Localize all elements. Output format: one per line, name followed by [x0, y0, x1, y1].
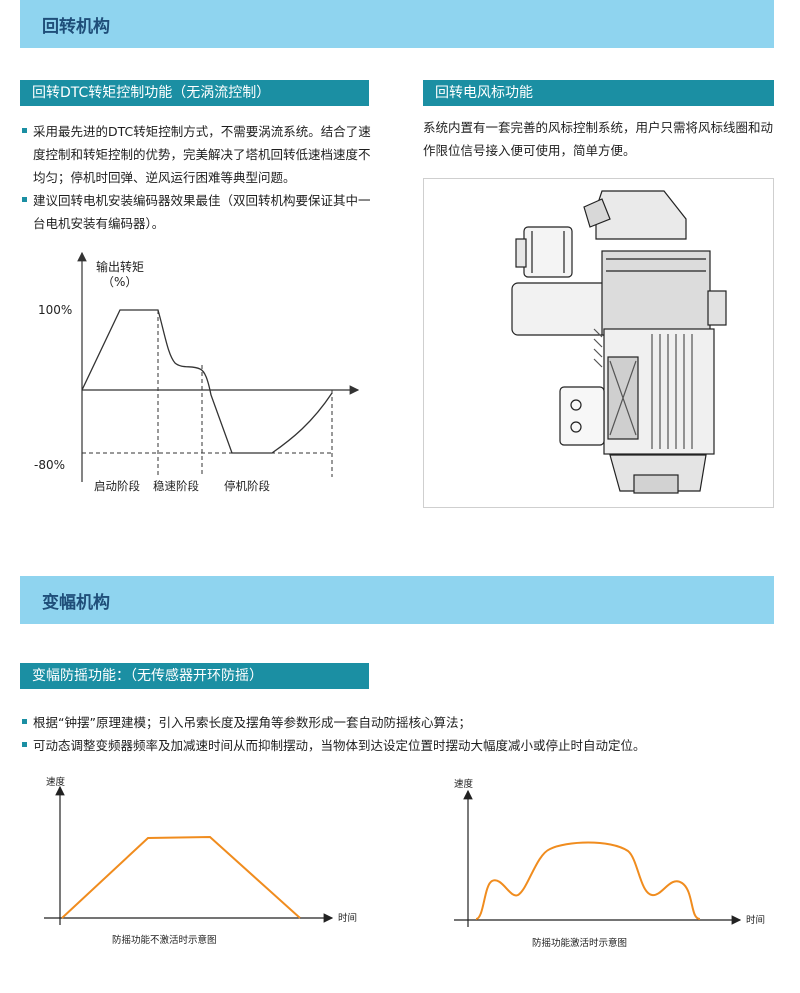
wind-vane-bar: 回转电风标功能	[423, 80, 774, 106]
bullet-square-icon	[22, 128, 27, 133]
bullet-square-icon	[22, 197, 27, 202]
bar-title: 回转DTC转矩控制功能（无涡流控制）	[32, 85, 271, 101]
section-title: 变幅机构	[42, 593, 110, 613]
speed-curve	[61, 835, 301, 919]
speed-chart-with-antisway: 速度 时间 防摇功能激活时示意图	[454, 778, 765, 949]
phase-label: 稳速阶段	[153, 479, 199, 493]
list-item-line: 均匀；停机时回弹、逆风运行困难等典型问题。	[33, 170, 296, 185]
section-banner-slewing: 回转机构	[20, 0, 774, 48]
list-item: 采用最先进的DTC转矩控制方式，不需要涡流系统。结合了速	[22, 120, 382, 143]
bullet-list: 根据“钟摆”原理建模；引入吊索长度及摆角等参数形成一套自动防摇核心算法； 可动态…	[22, 711, 782, 757]
tick-label: 100%	[38, 303, 72, 317]
torque-curve	[81, 309, 333, 454]
bullet-list: 采用最先进的DTC转矩控制方式，不需要涡流系统。结合了速 度控制和转矩控制的优势…	[22, 120, 382, 235]
list-item: 根据“钟摆”原理建模；引入吊索长度及摆角等参数形成一套自动防摇核心算法；	[22, 711, 782, 734]
bullet-square-icon	[22, 742, 27, 747]
wind-vane-text: 系统内置有一套完善的风标控制系统，用户只需将风标线圈和动 作限位信号接入便可使用…	[423, 116, 783, 162]
y-axis-unit: （%）	[102, 275, 137, 289]
y-axis-label: 速度	[46, 776, 66, 788]
torque-diagram: 输出转矩 （%） 100% -80% 启动阶段 稳速阶段 停机阶段	[34, 251, 360, 493]
x-axis-label: 时间	[338, 912, 357, 924]
chart-caption: 防摇功能不激活时示意图	[112, 934, 217, 946]
bar-title: 变幅防摇功能：（无传感器开环防摇）	[32, 668, 263, 684]
dtc-function-bar: 回转DTC转矩控制功能（无涡流控制）	[20, 80, 369, 106]
text-line: 系统内置有一套完善的风标控制系统，用户只需将风标线圈和动	[423, 120, 774, 135]
list-item-line: 台电机安装有编码器）。	[33, 216, 165, 231]
tick-label: -80%	[34, 458, 65, 472]
phase-label: 停机阶段	[224, 479, 270, 493]
speed-chart-without-antisway: 速度 时间 防摇功能不激活时示意图	[44, 776, 357, 946]
bar-title: 回转电风标功能	[435, 85, 533, 101]
section-title: 回转机构	[42, 17, 110, 37]
chart-caption: 防摇功能激活时示意图	[532, 937, 627, 949]
phase-label: 启动阶段	[94, 479, 140, 493]
bullet-square-icon	[22, 719, 27, 724]
section-banner-luffing: 变幅机构	[20, 576, 774, 624]
list-item: 可动态调整变频器频率及加减速时间从而抑制摆动，当物体到达设定位置时摆动大幅度减小…	[22, 734, 782, 757]
motor-illustration	[511, 190, 727, 494]
anti-sway-bar: 变幅防摇功能：（无传感器开环防摇）	[20, 663, 369, 689]
speed-curve	[475, 841, 701, 920]
y-axis-label: 速度	[454, 778, 474, 790]
y-axis-label: 输出转矩	[96, 259, 144, 274]
motor-illustration-frame	[423, 178, 774, 508]
x-axis-label: 时间	[746, 914, 765, 926]
list-item: 建议回转电机安装编码器效果最佳（双回转机构要保证其中一	[22, 189, 382, 212]
text-line: 作限位信号接入便可使用，简单方便。	[423, 143, 636, 158]
list-item-line: 度控制和转矩控制的优势，完美解决了塔机回转低速档速度不	[33, 147, 371, 162]
